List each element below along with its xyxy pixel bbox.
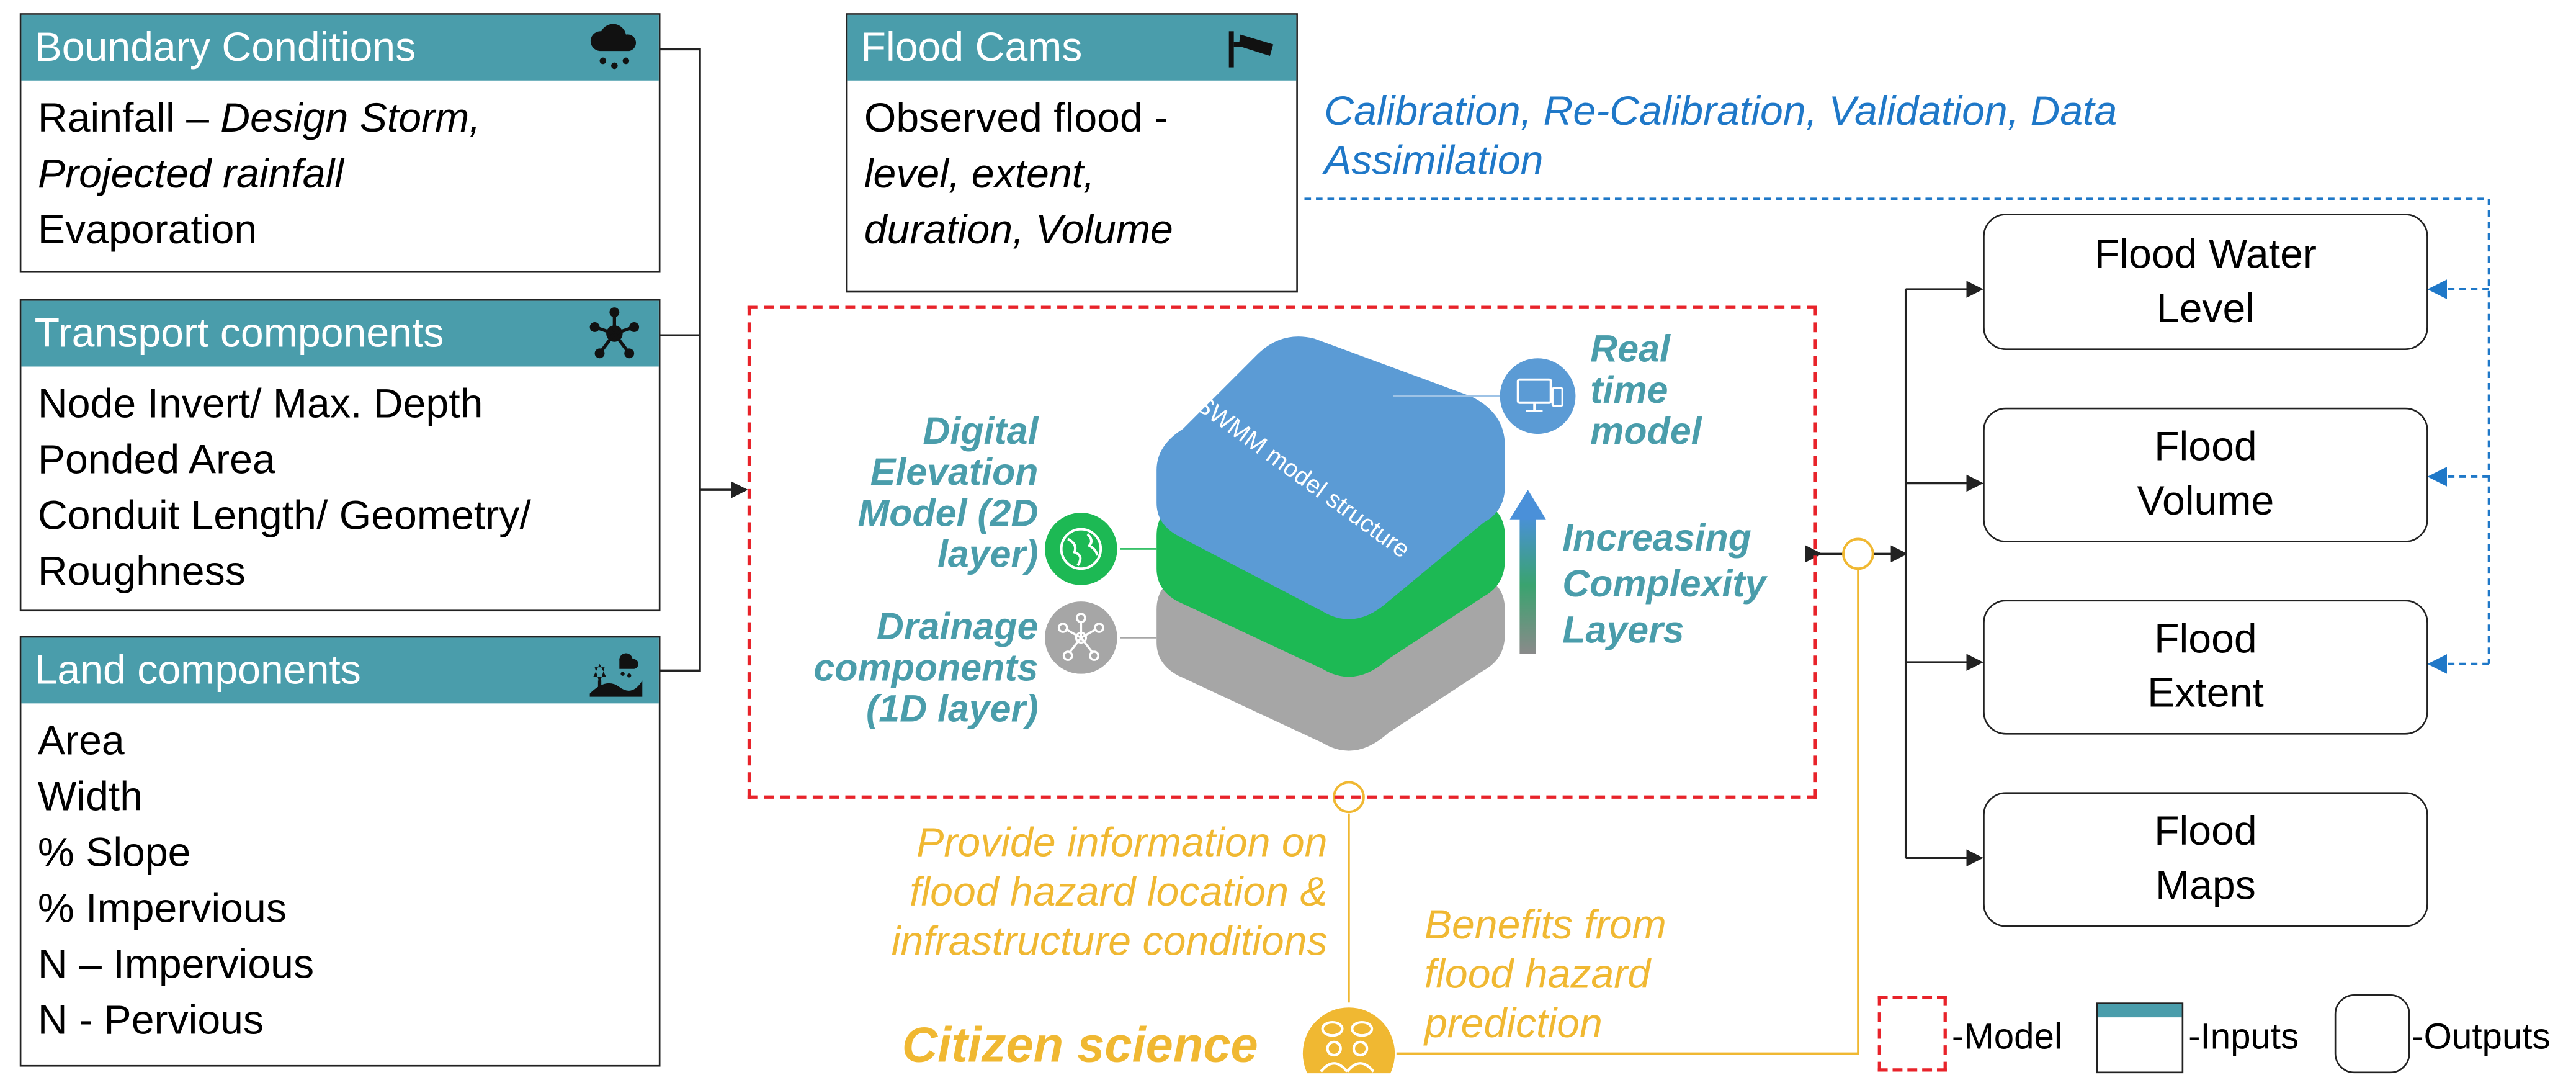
flood-cams-line: level, extent, — [864, 151, 1095, 197]
dem-label-line: Model (2D — [857, 491, 1039, 534]
land-components-box: Land components Area Width % Slope % Imp… — [19, 636, 661, 1067]
complexity-label-line: Increasing — [1562, 516, 1751, 559]
rainfall-text: Rainfall – — [37, 95, 221, 142]
calibration-line-2: Assimilation — [1324, 138, 1544, 184]
land-line: Width — [37, 774, 143, 821]
output-label: Flood — [2154, 808, 2257, 855]
transport-line: Ponded Area — [37, 437, 275, 484]
benefits-line: flood hazard — [1424, 951, 1651, 998]
output-flood-extent: Flood Extent — [1983, 600, 2428, 735]
legend-model-swatch — [1877, 996, 1947, 1072]
output-label: Flood — [2154, 424, 2257, 470]
benefits-line: prediction — [1424, 1001, 1603, 1047]
boundary-conditions-box: Boundary Conditions Rainfall – Design St… — [19, 13, 661, 273]
projected-rainfall-text: Projected rainfall — [37, 151, 344, 197]
realtime-label-line: Real — [1590, 326, 1670, 370]
provide-info-line: infrastructure conditions — [891, 919, 1328, 965]
calibration-text: Calibration, Re-Calibration, Validation,… — [1324, 87, 2117, 186]
dem-label-line: layer) — [937, 532, 1039, 575]
land-line: Area — [37, 718, 125, 765]
drainage-label-line: Drainage — [876, 605, 1039, 648]
drainage-label-line: (1D layer) — [865, 686, 1039, 730]
output-flood-water-level: Flood Water Level — [1983, 214, 2428, 351]
citizen-science-label: Citizen science — [901, 1019, 1258, 1074]
rain-cloud-icon — [590, 24, 637, 70]
land-components-header: Land components — [21, 637, 659, 704]
flood-cams-box: Flood Cams Observed flood - level, exten… — [846, 13, 1298, 293]
model-dashed-box — [747, 305, 1817, 799]
design-storm-text: Design Storm, — [220, 95, 481, 142]
realtime-label-line: time — [1590, 368, 1668, 411]
dem-label-line: Digital — [923, 409, 1039, 452]
drainage-label-line: components — [813, 645, 1039, 689]
boundary-conditions-header: Boundary Conditions — [21, 14, 659, 81]
citizen-node-right — [1842, 538, 1874, 570]
land-line: N – Impervious — [37, 942, 315, 988]
legend-model-label: -Model — [1951, 1015, 2062, 1057]
dem-label: Digital Elevation Model (2D layer) — [789, 409, 1039, 575]
transport-components-header: Transport components — [21, 300, 659, 367]
transport-line: Conduit Length/ Geometry/ — [37, 493, 531, 539]
transport-line: Roughness — [37, 549, 246, 595]
land-line: % Impervious — [37, 886, 287, 932]
provide-info-line: flood hazard location & — [910, 869, 1328, 915]
globe-icon — [1041, 509, 1120, 588]
output-flood-maps: Flood Maps — [1983, 792, 2428, 927]
complexity-label: Increasing Complexity Layers — [1562, 515, 1766, 652]
land-components-title: Land components — [34, 647, 361, 694]
complexity-label-line: Layers — [1562, 608, 1684, 651]
citizen-to-output-line — [1396, 570, 1859, 1055]
realtime-label-line: model — [1590, 409, 1702, 452]
provide-info-text: Provide information on flood hazard loca… — [772, 819, 1328, 966]
output-label: Flood — [2154, 616, 2257, 663]
output-label: Maps — [2155, 863, 2256, 909]
model-stack-graphic: SWMM model structure — [1041, 336, 1576, 751]
legend-inputs-label: -Inputs — [2188, 1015, 2299, 1057]
boundary-conditions-title: Boundary Conditions — [34, 24, 416, 71]
blue-layer — [1156, 336, 1505, 619]
land-line: N - Pervious — [37, 997, 264, 1044]
provide-info-line: Provide information on — [916, 820, 1328, 866]
drainage-label: Drainage components (1D layer) — [772, 605, 1039, 730]
transport-components-title: Transport components — [34, 310, 444, 357]
evaporation-text: Evaporation — [37, 207, 257, 253]
output-label: Flood Water — [2094, 231, 2317, 277]
cctv-camera-icon — [1228, 31, 1274, 68]
transport-line: Node Invert/ Max. Depth — [37, 381, 483, 428]
people-group-icon — [1302, 1007, 1395, 1074]
legend-inputs-swatch — [2096, 1002, 2184, 1074]
network-node-icon — [589, 307, 640, 359]
landscape-icon — [589, 653, 643, 697]
complexity-label-line: Complexity — [1562, 562, 1766, 605]
flood-cams-line: Observed flood - — [864, 95, 1168, 142]
calibration-line-1: Calibration, Re-Calibration, Validation,… — [1324, 88, 2118, 135]
realtime-label: Real time model — [1590, 326, 1702, 452]
flood-cams-title: Flood Cams — [861, 24, 1083, 71]
benefits-line: Benefits from — [1424, 902, 1666, 948]
output-label: Level — [2156, 285, 2255, 331]
legend-outputs-swatch — [2334, 994, 2410, 1074]
legend-outputs-label: -Outputs — [2412, 1015, 2551, 1057]
inputs-bracket-line — [660, 48, 701, 672]
complexity-arrow — [1509, 490, 1546, 654]
output-flood-volume: Flood Volume — [1983, 407, 2428, 542]
output-label: Extent — [2147, 670, 2264, 717]
output-label: Volume — [2137, 478, 2274, 524]
dem-label-line: Elevation — [870, 450, 1039, 493]
transport-components-box: Transport components Node Invert/ Max. D… — [19, 299, 661, 612]
flood-cams-line: duration, Volume — [864, 207, 1173, 253]
monitor-icon — [1500, 358, 1576, 434]
benefits-text: Benefits from flood hazard prediction — [1424, 901, 1666, 1048]
flood-cams-header: Flood Cams — [847, 14, 1297, 81]
land-line: % Slope — [37, 830, 191, 876]
